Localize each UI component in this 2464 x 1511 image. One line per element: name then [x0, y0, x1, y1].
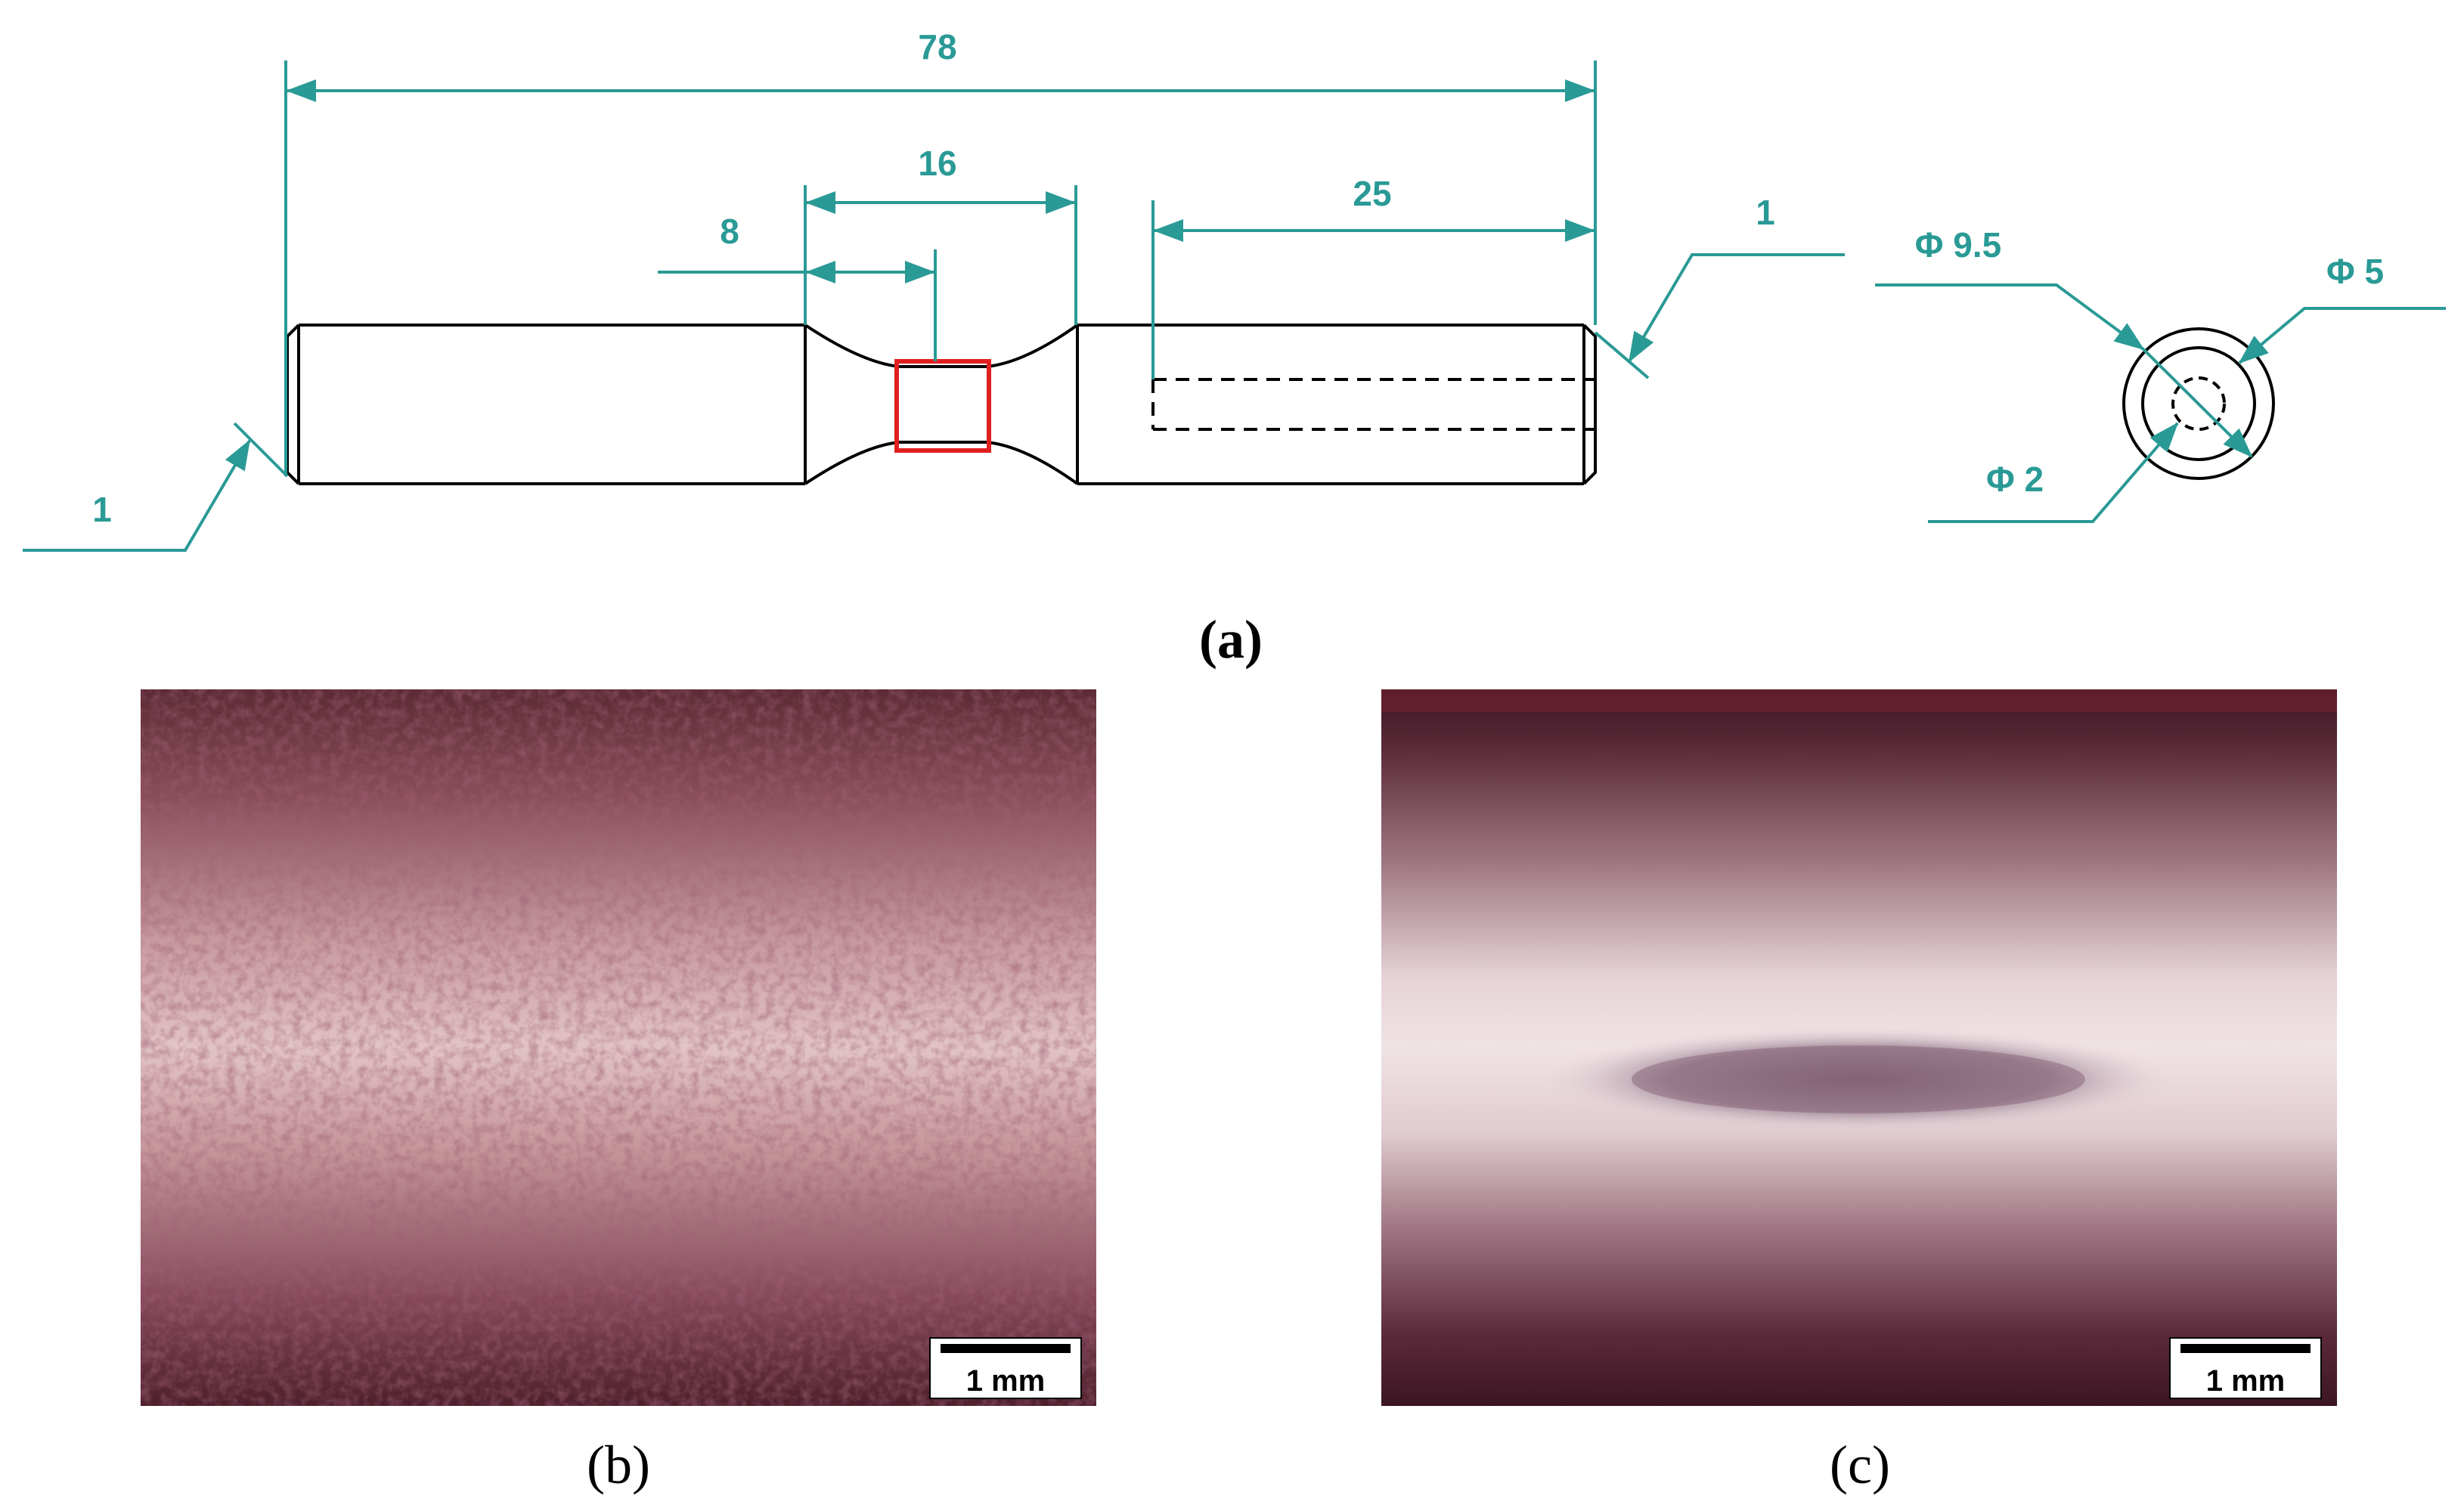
panel-label-a: (a) — [1199, 609, 1263, 670]
drawing-panel-a: 78 16 8 25 1 1 Φ 9.5 Φ 5 Φ 2 (a) — [23, 27, 2446, 670]
leader-inner-diameter — [2238, 307, 2446, 364]
label-hole-diameter: Φ 2 — [1986, 460, 2044, 499]
internal-hole — [1151, 378, 1595, 431]
dimension-lines — [23, 60, 1845, 552]
scale-bar-c-label: 1 mm — [2206, 1364, 2286, 1398]
scale-bar-c: 1 mm — [2169, 1337, 2322, 1399]
leader-chamfer-right — [1628, 253, 1845, 363]
cross-section-view: Φ 9.5 Φ 5 Φ 2 — [1875, 225, 2446, 523]
label-16: 16 — [918, 144, 956, 183]
scale-bar-b-label: 1 mm — [966, 1364, 1046, 1398]
label-25: 25 — [1353, 174, 1391, 213]
scale-bar-b: 1 mm — [929, 1337, 1082, 1399]
highlight-box — [894, 359, 991, 453]
label-chamfer-left: 1 — [92, 490, 112, 529]
panel-label-b: (b) — [587, 1435, 650, 1495]
leader-chamfer-left — [23, 439, 251, 552]
panel-label-c: (c) — [1830, 1435, 1890, 1495]
label-inner-diameter: Φ 5 — [2326, 252, 2384, 291]
label-78: 78 — [918, 27, 956, 67]
micrograph-panel-b: 1 mm (b) — [141, 689, 1096, 1495]
specimen-outline — [286, 324, 1597, 485]
leader-outer-diameter — [1875, 283, 2145, 351]
label-chamfer-right: 1 — [1756, 193, 1775, 232]
label-outer-diameter: Φ 9.5 — [1915, 225, 2001, 265]
micrograph-panel-c: 1 mm (c) — [1381, 689, 2337, 1495]
leader-hole-diameter — [1928, 422, 2179, 523]
label-8: 8 — [720, 212, 739, 251]
